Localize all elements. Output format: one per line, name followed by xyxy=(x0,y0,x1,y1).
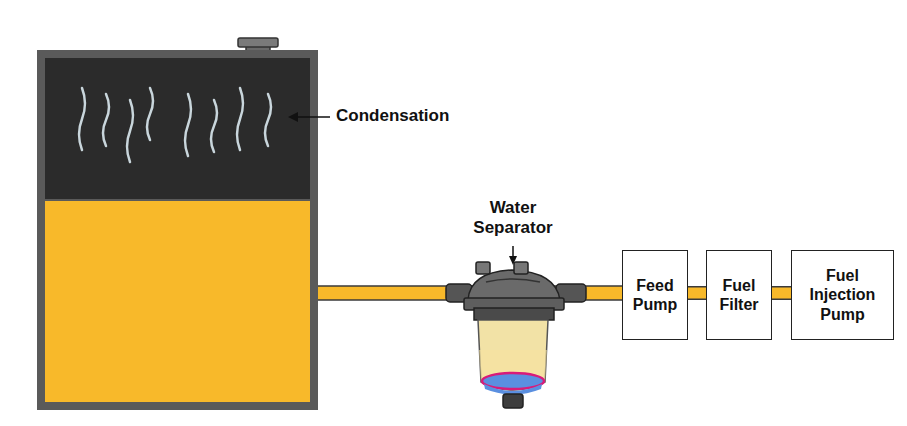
fuel-tank xyxy=(41,54,314,406)
box-label: Fuel Injection Pump xyxy=(795,266,890,324)
box-label: Fuel Filter xyxy=(710,276,768,314)
tank-cap xyxy=(238,38,278,47)
fuel-pipe xyxy=(688,293,706,294)
process-box: Fuel Injection Pump xyxy=(791,250,894,340)
fuel-level xyxy=(45,200,310,402)
leader-arrowhead xyxy=(288,112,298,122)
part-label: Water Separator xyxy=(466,198,560,239)
process-box: Fuel Filter xyxy=(706,250,772,340)
water-separator xyxy=(446,262,586,408)
fuel-surface xyxy=(45,199,310,201)
fuel-pipe xyxy=(772,293,791,294)
part-label: Condensation xyxy=(336,106,496,126)
box-label: Feed Pump xyxy=(626,276,684,314)
process-box: Feed Pump xyxy=(622,250,688,340)
leader-line xyxy=(296,116,330,118)
condensation-vapour xyxy=(79,88,271,162)
